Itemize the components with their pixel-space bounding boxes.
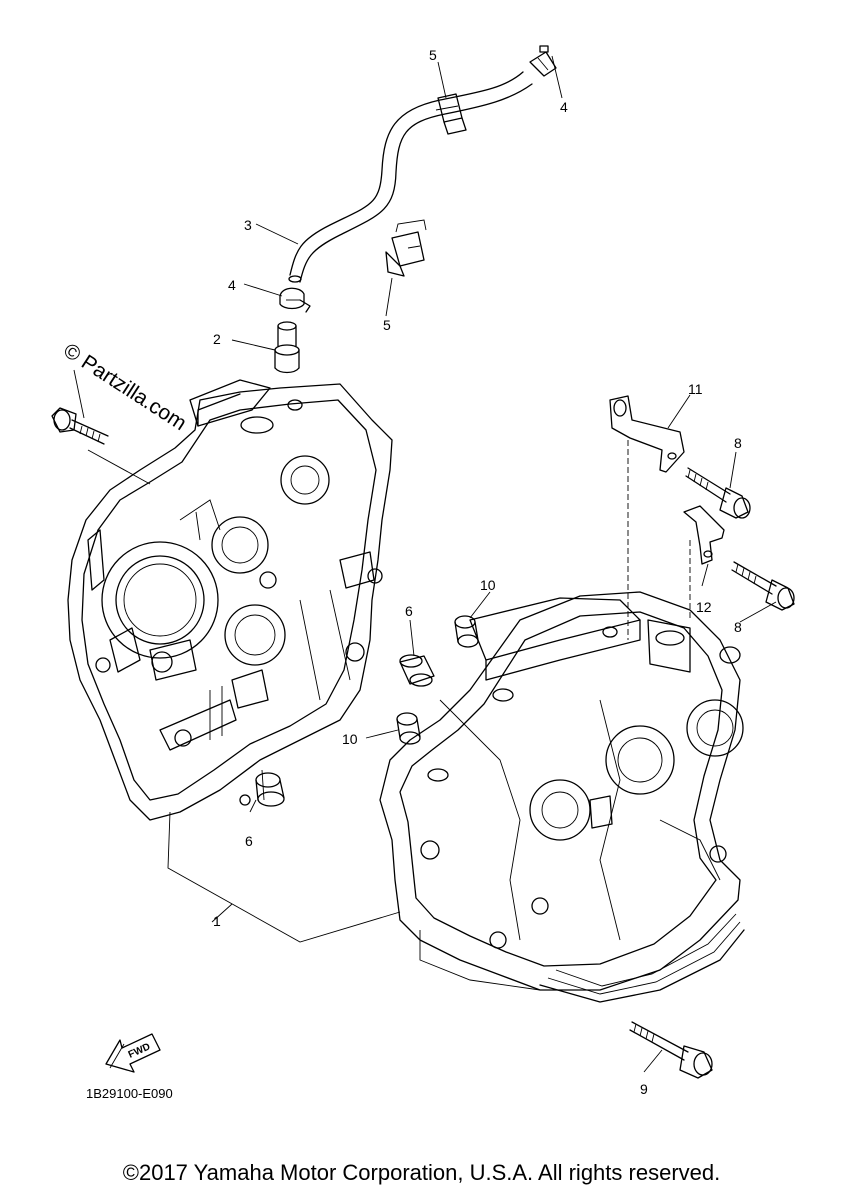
bolt-left[interactable]: [51, 407, 109, 445]
dowel-pin-10-upper[interactable]: [454, 615, 479, 648]
crankcase-left[interactable]: [67, 379, 393, 821]
callout-1: 1: [213, 913, 221, 929]
bolt-9[interactable]: [629, 1021, 713, 1079]
diagram-code: 1B29100-E090: [86, 1086, 173, 1101]
watermark: © Partzilla.com: [59, 339, 190, 435]
bracket-12[interactable]: [683, 505, 725, 565]
bolt-8-lower[interactable]: [731, 561, 795, 611]
hose-clamp-lower[interactable]: [279, 287, 311, 313]
hose-holder-lower[interactable]: [385, 219, 427, 277]
crankcase-right[interactable]: [379, 591, 745, 1003]
callout-5-upper: 5: [429, 47, 437, 63]
bracket-11[interactable]: [609, 395, 685, 473]
callout-5-lower: 5: [383, 317, 391, 333]
dowel-pin-6-lower[interactable]: [255, 772, 285, 807]
fwd-arrow-icon: FWD: [105, 1033, 161, 1073]
callout-11: 11: [688, 381, 703, 397]
bolt-8-upper[interactable]: [685, 467, 751, 519]
breather-hose[interactable]: [288, 71, 533, 283]
callout-6-lower: 6: [245, 833, 253, 849]
breather-pipe[interactable]: [274, 321, 300, 374]
callout-8-lower: 8: [734, 619, 742, 635]
callout-9: 9: [640, 1081, 648, 1097]
hose-holder-upper[interactable]: [435, 93, 467, 135]
callout-4-lower: 4: [228, 277, 236, 293]
callout-6-upper: 6: [405, 603, 413, 619]
callout-3: 3: [244, 217, 252, 233]
callout-8-upper: 8: [734, 435, 742, 451]
callout-2: 2: [213, 331, 221, 347]
copyright-notice: ©2017 Yamaha Motor Corporation, U.S.A. A…: [122, 1160, 721, 1185]
callout-10-upper: 10: [480, 577, 496, 593]
callout-12: 12: [696, 599, 712, 615]
leader-lines: [73, 55, 777, 1073]
dowel-pin-10-lower[interactable]: [396, 712, 421, 745]
hose-clamp-top[interactable]: [529, 45, 557, 77]
callout-10-lower: 10: [342, 731, 358, 747]
dowel-pin-6-upper[interactable]: [399, 654, 435, 687]
callout-4-upper: 4: [560, 99, 568, 115]
